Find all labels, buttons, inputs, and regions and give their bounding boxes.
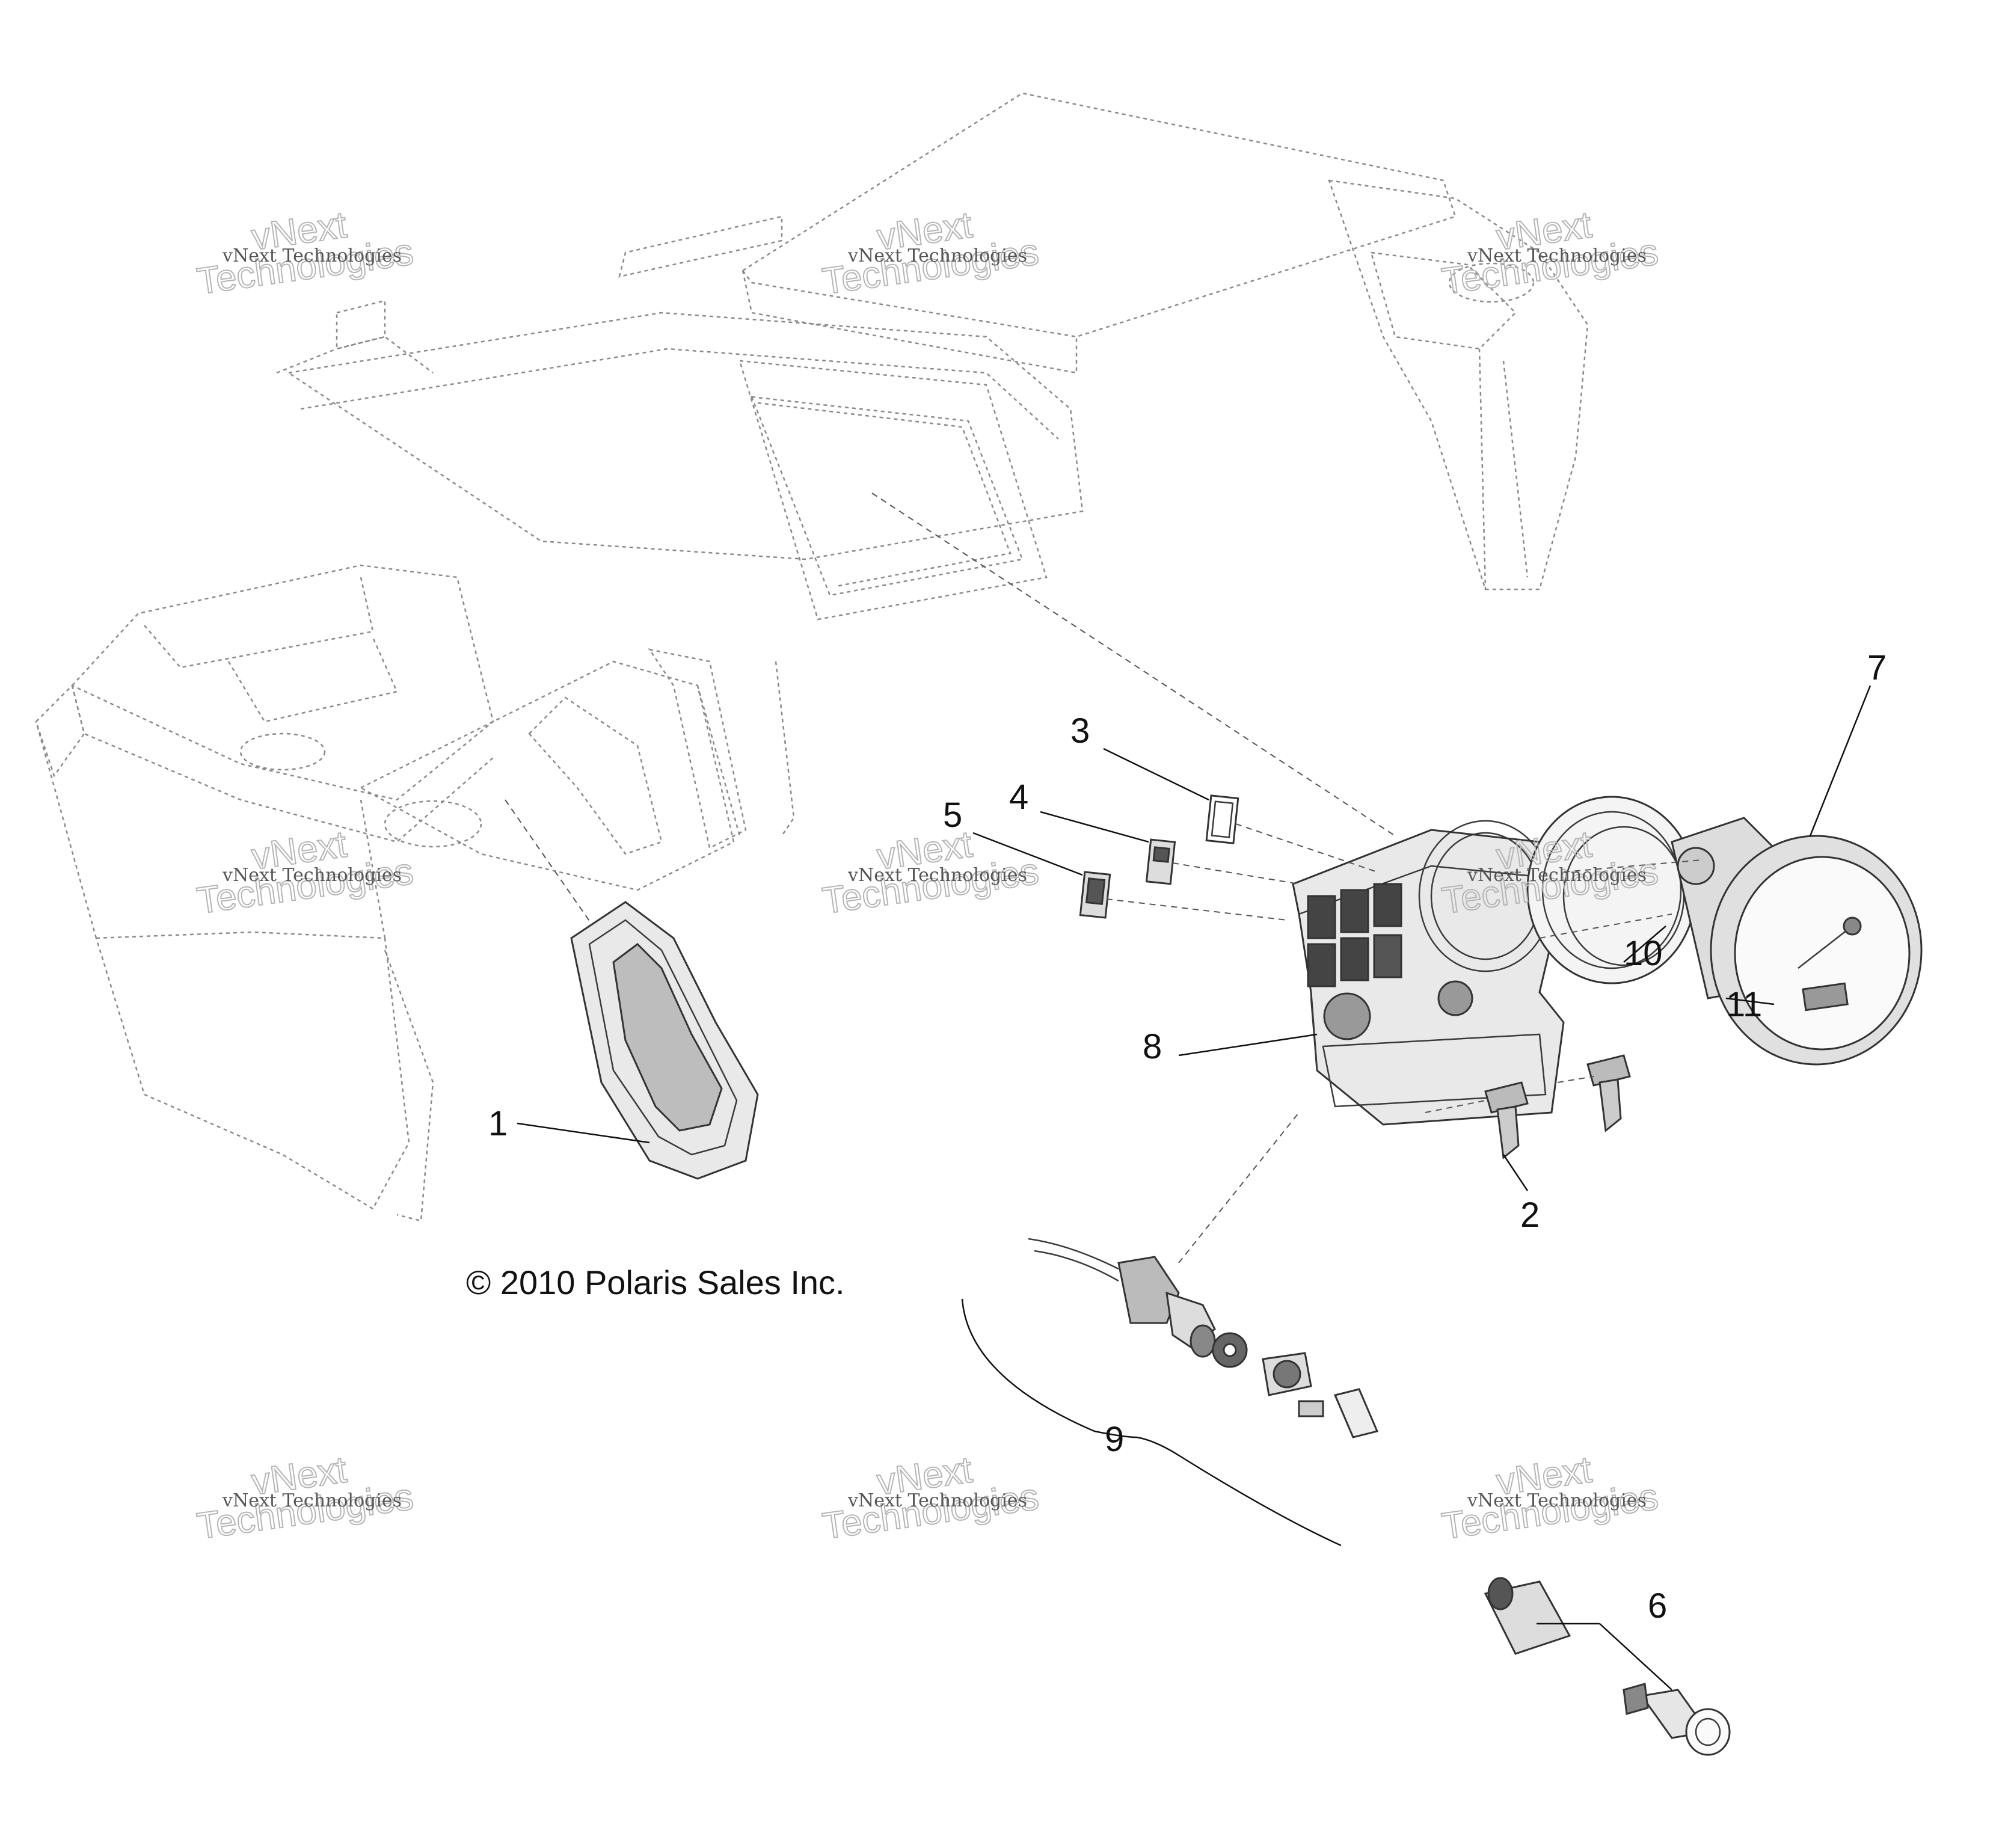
part-2-push-rivet: [1484, 1054, 1631, 1159]
callout-5: 5: [943, 796, 962, 835]
part-6-power-outlet: [1484, 1577, 1731, 1756]
callout-2: 2: [1520, 1196, 1540, 1235]
callout-labels: 1 2 3 4 5 6 7 8 9 10 11: [488, 648, 1887, 1625]
part-1-grab-handle: [570, 901, 759, 1180]
watermark-text: vNext Technologies: [847, 1490, 1027, 1511]
callout-1: 1: [488, 1104, 508, 1143]
watermark-text: vNext Technologies: [222, 245, 402, 266]
callout-6: 6: [1648, 1586, 1667, 1625]
callout-3: 3: [1070, 711, 1090, 751]
callout-8: 8: [1143, 1027, 1162, 1066]
part-8-instrument-panel: [1292, 820, 1565, 1126]
watermark-text: vNext Technologies: [847, 245, 1027, 266]
callout-9: 9: [1105, 1420, 1124, 1459]
dashboard-body: [35, 92, 1589, 1222]
callout-10: 10: [1624, 934, 1663, 973]
callout-11: 11: [1726, 985, 1762, 1024]
part-11-gauge: [1671, 817, 1923, 1066]
callout-4: 4: [1009, 778, 1028, 817]
leader-lines: [517, 685, 1871, 1690]
copyright-notice: © 2010 Polaris Sales Inc.: [466, 1263, 845, 1301]
watermark-text: vNext Technologies: [222, 1490, 402, 1511]
part-4-switch: [1145, 838, 1176, 885]
watermark-text: vNext Technologies: [1467, 245, 1647, 266]
watermark-text: vNext Technologies: [222, 865, 402, 886]
part-3-switch-blank: [1205, 794, 1239, 844]
watermark-text: vNext Technologies: [847, 865, 1027, 886]
part-5-switch: [1079, 871, 1111, 919]
watermark-text: vNext Technologies: [1467, 1490, 1647, 1511]
watermark-text: vNext Technologies: [1467, 865, 1647, 886]
callout-7: 7: [1867, 648, 1887, 687]
part-9-ignition-switch: [1028, 1238, 1379, 1438]
